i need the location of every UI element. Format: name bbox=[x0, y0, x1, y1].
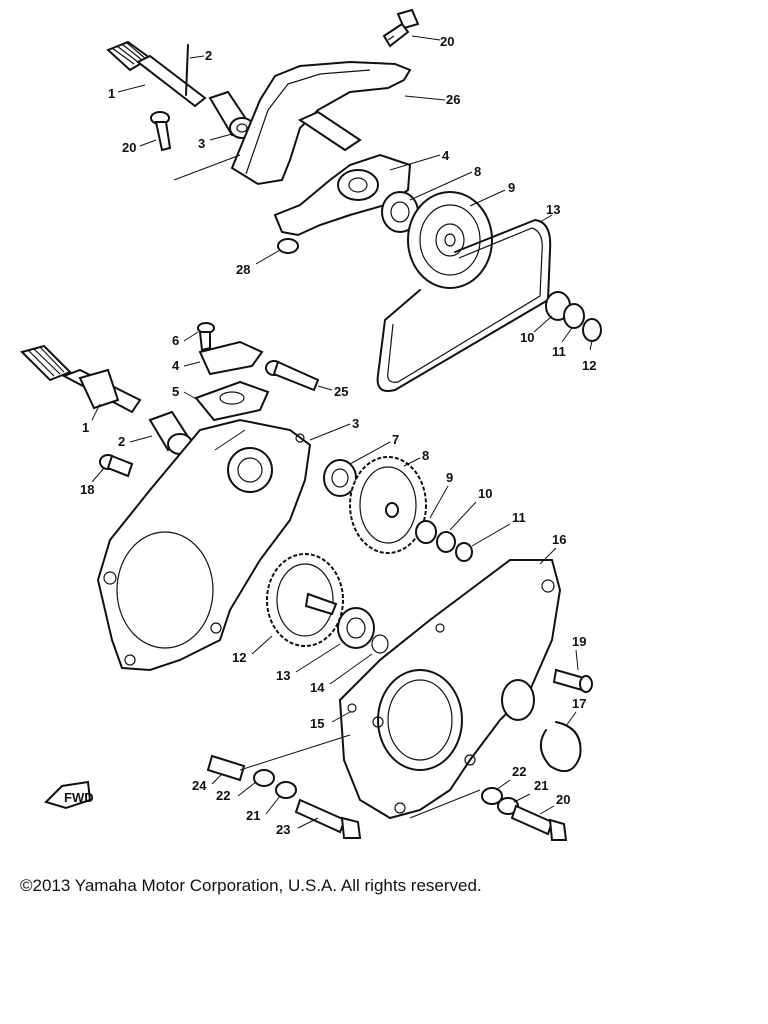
callout-label: 1 bbox=[82, 420, 89, 435]
cover-plate bbox=[198, 340, 264, 376]
callout-label: 26 bbox=[446, 92, 460, 107]
washer-left-22 bbox=[253, 769, 275, 787]
callout-label: 20 bbox=[122, 140, 136, 155]
clip-11 bbox=[455, 542, 473, 562]
callout-label: 13 bbox=[546, 202, 560, 217]
callout-label: 8 bbox=[474, 164, 481, 179]
clip-upper-12 bbox=[582, 318, 602, 342]
callout-label: 4 bbox=[172, 358, 180, 373]
bolt-18 bbox=[99, 454, 134, 478]
gear-8 bbox=[349, 456, 427, 554]
callout-label: 7 bbox=[392, 432, 399, 447]
pulley bbox=[407, 191, 493, 289]
washer-left-21 bbox=[275, 781, 297, 799]
callout-label: 19 bbox=[572, 634, 586, 649]
drive-belt bbox=[376, 219, 552, 392]
shaft-lower bbox=[20, 344, 142, 414]
upper-callouts: 20 2 1 26 3 20 4 8 9 13 28 10 11 12 bbox=[108, 34, 596, 373]
bracket bbox=[230, 60, 412, 186]
callout-label: 16 bbox=[552, 532, 566, 547]
bolt-lower-20 bbox=[510, 804, 568, 841]
bolt-left-20 bbox=[150, 111, 172, 152]
bolt-19 bbox=[552, 668, 593, 693]
callout-label: 4 bbox=[442, 148, 450, 163]
washer-28 bbox=[277, 238, 299, 254]
dowel-24 bbox=[206, 754, 246, 782]
callout-label: 11 bbox=[552, 344, 566, 359]
clip-14 bbox=[371, 634, 389, 654]
svg-text:FWD: FWD bbox=[64, 790, 94, 805]
callout-label: 22 bbox=[216, 788, 230, 803]
callout-label: 2 bbox=[118, 434, 125, 449]
washer-10 bbox=[436, 531, 456, 553]
callout-label: 3 bbox=[198, 136, 205, 151]
clip-17 bbox=[539, 721, 582, 773]
gear-12 bbox=[266, 553, 344, 647]
callout-label: 20 bbox=[440, 34, 454, 49]
callout-label: 13 bbox=[276, 668, 290, 683]
parts-exploded-diagram: FWD 20 2 1 26 3 20 4 8 9 13 28 10 11 12 … bbox=[20, 8, 602, 841]
shaft-top bbox=[106, 40, 207, 108]
callout-label: 11 bbox=[512, 510, 526, 525]
callout-label: 18 bbox=[80, 482, 94, 497]
callout-label: 28 bbox=[236, 262, 250, 277]
bolt-25 bbox=[265, 360, 320, 392]
callout-label: 9 bbox=[508, 180, 515, 195]
gasket bbox=[194, 380, 270, 422]
bolt-top-20 bbox=[382, 8, 420, 48]
lower-callouts: 6 4 5 25 1 2 3 7 8 18 9 10 11 16 12 13 1… bbox=[80, 331, 586, 837]
callout-label: 22 bbox=[512, 764, 526, 779]
bearing-13 bbox=[337, 607, 375, 649]
forward-arrow-icon: FWD bbox=[44, 780, 94, 810]
callout-label: 20 bbox=[556, 792, 570, 807]
callout-label: 25 bbox=[334, 384, 348, 399]
washer-right-22 bbox=[481, 787, 503, 805]
pin-top bbox=[185, 44, 189, 96]
copyright-notice: ©2013 Yamaha Motor Corporation, U.S.A. A… bbox=[20, 876, 482, 895]
callout-label: 14 bbox=[310, 680, 325, 695]
callout-label: 5 bbox=[172, 384, 179, 399]
callout-label: 17 bbox=[572, 696, 586, 711]
cover-bore bbox=[377, 669, 463, 771]
callout-label: 24 bbox=[192, 778, 207, 793]
lower-assembly bbox=[20, 154, 593, 841]
callout-label: 12 bbox=[232, 650, 246, 665]
housing-bore bbox=[116, 531, 214, 649]
callout-label: 21 bbox=[246, 808, 260, 823]
callout-label: 15 bbox=[310, 716, 324, 731]
callout-label: 10 bbox=[520, 330, 534, 345]
callout-label: 8 bbox=[422, 448, 429, 463]
upper-assembly bbox=[106, 8, 602, 392]
callout-label: 1 bbox=[108, 86, 115, 101]
bearing-7 bbox=[323, 459, 357, 497]
washer-9 bbox=[415, 520, 437, 544]
callout-label: 10 bbox=[478, 486, 492, 501]
callout-label: 9 bbox=[446, 470, 453, 485]
washer-upper-11 bbox=[563, 303, 585, 329]
callout-label: 6 bbox=[172, 333, 179, 348]
callout-label: 2 bbox=[205, 48, 212, 63]
bolt-23 bbox=[294, 798, 362, 839]
callout-label: 21 bbox=[534, 778, 548, 793]
callout-label: 3 bbox=[352, 416, 359, 431]
callout-label: 23 bbox=[276, 822, 290, 837]
callout-label: 12 bbox=[582, 358, 596, 373]
